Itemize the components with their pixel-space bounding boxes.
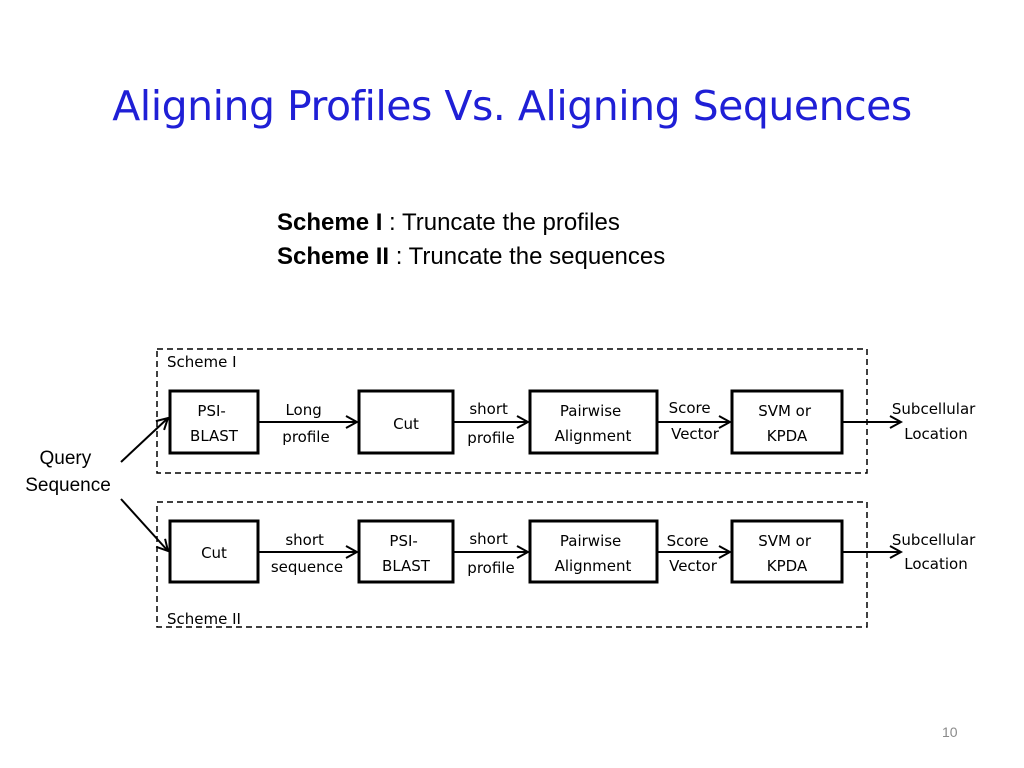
scheme-2-pairwise-alignment-label: Pairwise Alignment bbox=[555, 532, 632, 575]
scheme-2-svm-line-2: KPDA bbox=[767, 557, 808, 575]
scheme-1-psi-blast-line-1: PSI- bbox=[197, 402, 225, 420]
scheme-2-label: Scheme II bbox=[277, 243, 390, 270]
scheme-1-name: Scheme I bbox=[167, 353, 237, 371]
query-sequence-line-2: Sequence bbox=[25, 475, 111, 496]
scheme-2-edge-1-line-2: sequence bbox=[271, 558, 343, 576]
scheme-2-pairwise-line-2: Alignment bbox=[555, 557, 632, 575]
scheme-1-edge-2-line-1: short bbox=[469, 400, 508, 418]
query-sequence-label: Query Sequence bbox=[25, 448, 111, 496]
query-sequence-line-1: Query bbox=[39, 448, 91, 469]
scheme-2-svm-box bbox=[730, 519, 844, 584]
scheme-1-container bbox=[156, 348, 868, 474]
scheme-1-output-label: Subcellular Location bbox=[892, 400, 980, 443]
scheme-1-edge-3-line-1: Score bbox=[669, 399, 711, 417]
scheme-2-container bbox=[156, 501, 868, 628]
scheme-2-psi-blast-line-1: PSI- bbox=[389, 532, 417, 550]
scheme-2-edge-1-line-1: short bbox=[285, 531, 324, 549]
scheme-2-psi-blast-line-2: BLAST bbox=[382, 557, 431, 575]
scheme-2-svm-label: SVM or KPDA bbox=[758, 532, 816, 575]
scheme-2-edge-2-line-1: short bbox=[469, 530, 508, 548]
scheme-1-svm-label: SVM or KPDA bbox=[758, 402, 816, 445]
scheme-1-edge-1-label: Long profile bbox=[282, 401, 329, 446]
scheme-1-edge-3-line-2: Vector bbox=[671, 425, 720, 443]
scheme-1-svm-box bbox=[730, 389, 844, 455]
scheme-2-cut-label: Cut bbox=[201, 544, 227, 562]
scheme-1-label: Scheme I bbox=[277, 209, 383, 236]
scheme-2-output-line-1: Subcellular bbox=[892, 531, 976, 549]
scheme-descriptions: Scheme I : Truncate the profiles Scheme … bbox=[277, 206, 665, 274]
scheme-1-svm-line-2: KPDA bbox=[767, 427, 808, 445]
scheme-1-pairwise-alignment-label: Pairwise Alignment bbox=[555, 402, 632, 445]
scheme-1-pairwise-line-1: Pairwise bbox=[560, 402, 621, 420]
scheme-1-edge-1-line-2: profile bbox=[282, 428, 329, 446]
scheme-1-psi-blast-label: PSI- BLAST bbox=[190, 402, 239, 445]
scheme-1-psi-blast-box bbox=[168, 389, 260, 455]
scheme-1-edge-2-label: short profile bbox=[467, 400, 514, 447]
query-to-scheme-2-arrow bbox=[120, 498, 168, 551]
scheme-1-pairwise-line-2: Alignment bbox=[555, 427, 632, 445]
scheme-2-output-label: Subcellular Location bbox=[892, 531, 980, 573]
scheme-2-pairwise-alignment-box bbox=[528, 519, 659, 584]
scheme-2-cut-box bbox=[168, 519, 260, 584]
scheme-2-pairwise-line-1: Pairwise bbox=[560, 532, 621, 550]
scheme-2-edge-2-label: short profile bbox=[467, 530, 514, 577]
scheme-1-svm-line-1: SVM or bbox=[758, 402, 812, 420]
scheme-2-edge-3-line-1: Score bbox=[667, 532, 709, 550]
scheme-1-edge-2-line-2: profile bbox=[467, 429, 514, 447]
scheme-2-psi-blast-label: PSI- BLAST bbox=[382, 532, 431, 575]
scheme-1-edge-1-line-1: Long bbox=[285, 401, 321, 419]
scheme-2-psi-blast-box bbox=[357, 519, 455, 584]
page-number: 10 bbox=[942, 724, 958, 740]
query-to-scheme-1-arrow bbox=[120, 418, 168, 463]
scheme-1-edge-3-label: Score Vector bbox=[669, 399, 720, 443]
scheme-1-cut-label: Cut bbox=[393, 415, 419, 433]
scheme-2-svm-line-1: SVM or bbox=[758, 532, 812, 550]
scheme-2-text: : Truncate the sequences bbox=[389, 243, 666, 270]
scheme-1-output-line-2: Location bbox=[904, 425, 967, 443]
scheme-1-psi-blast-line-2: BLAST bbox=[190, 427, 239, 445]
scheme-1-cut-box bbox=[357, 389, 455, 455]
scheme-1-description: Scheme I : Truncate the profiles bbox=[277, 206, 665, 240]
slide-title: Aligning Profiles Vs. Aligning Sequences bbox=[112, 82, 912, 130]
scheme-2-name: Scheme II bbox=[167, 610, 241, 628]
scheme-1-output-line-1: Subcellular bbox=[892, 400, 976, 418]
scheme-2-description: Scheme II : Truncate the sequences bbox=[277, 240, 665, 274]
scheme-1-text: : Truncate the profiles bbox=[382, 209, 620, 236]
scheme-2-edge-2-line-2: profile bbox=[467, 559, 514, 577]
scheme-2-output-line-2: Location bbox=[904, 555, 967, 573]
scheme-2-edge-3-label: Score Vector bbox=[667, 532, 718, 575]
scheme-2-edge-1-label: short sequence bbox=[271, 531, 343, 576]
scheme-2-edge-3-line-2: Vector bbox=[669, 557, 718, 575]
